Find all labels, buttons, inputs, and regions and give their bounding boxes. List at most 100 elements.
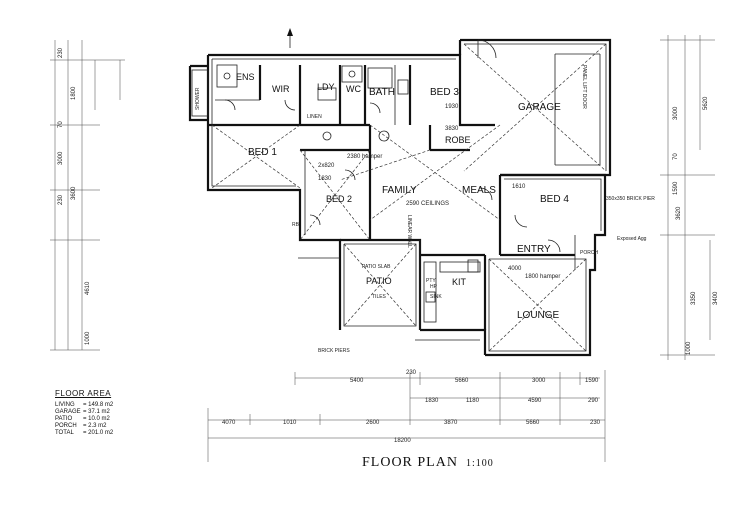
dim-r-1: 3000 [673, 106, 679, 120]
right-dimensions [660, 35, 715, 360]
dim-b3-0: 4070 [222, 420, 236, 426]
ceiling-hip-lines [211, 43, 607, 352]
floor-area-label: TOTAL [55, 430, 74, 436]
dim-r-6: 3620 [676, 206, 682, 220]
room-label-family: FAMILY [382, 185, 417, 196]
floor-area-label: LIVING [55, 402, 75, 408]
room-labels: ENS WIR LDY WC BATH BED 3 GARAGE BED 1 R… [236, 72, 598, 321]
dim-l-4: 3600 [71, 186, 77, 200]
floor-area-heading: FLOOR AREA [55, 389, 112, 398]
note-hamper-hall: 2380 hamper [347, 154, 382, 160]
interior-lines [211, 43, 607, 352]
floor-area-value: = 201.0 m2 [83, 430, 114, 436]
dim-b3-1: 1010 [283, 420, 297, 426]
room-label-entry: ENTRY [517, 244, 551, 255]
room-label-lounge: LOUNGE [517, 310, 560, 321]
floor-area-row: PORCH = 2.3 m2 [55, 423, 145, 430]
dim-r-0: 5620 [703, 96, 709, 110]
dim-b1-2: 5660 [455, 378, 469, 384]
dim-overall: 18200 [394, 438, 411, 444]
exterior-walls [188, 38, 612, 357]
dim-r-3: 1590 [673, 181, 679, 195]
floor-area-value: = 10.0 m2 [83, 416, 110, 422]
floor-area-value: = 2.3 m2 [83, 423, 107, 429]
note-hamper-lounge: 1800 hamper [525, 274, 560, 280]
drawing-title: FLOOR PLAN 1:100 [362, 455, 494, 471]
floor-area-label: PORCH [55, 423, 77, 429]
note-brick-pier: 350x350 BRICK PIER [606, 196, 655, 202]
note-shower: SHOWER [195, 87, 201, 110]
dim-r-7: 1000 [686, 341, 692, 355]
note-garage-door: PANEL LIFT DOOR [581, 65, 587, 109]
dim-l-1: 1800 [71, 86, 77, 100]
note-brick-piers: BRICK PIERS [318, 348, 350, 354]
dim-b2-3: 290 [588, 398, 599, 404]
floor-area-row: TOTAL = 201.0 m2 [55, 430, 145, 437]
note-patio-slab: PATIO SLAB [362, 264, 391, 270]
room-label-bed4: BED 4 [540, 194, 569, 205]
bottom-dimensions [207, 370, 606, 462]
note-lining-wall: LINEAR WALL [406, 215, 412, 248]
note-tiles: TILES [372, 294, 387, 300]
dim-b3-2: 2600 [366, 420, 380, 426]
room-label-bed1: BED 1 [248, 147, 277, 158]
dim-int-1: 1830 [318, 176, 332, 182]
room-label-bed3: BED 3 [430, 87, 459, 98]
dim-b2-1: 1180 [466, 398, 480, 404]
room-label-wc: WC [346, 84, 361, 94]
room-label-patio: PATIO [366, 276, 392, 286]
orientation-marks [287, 28, 293, 48]
dimension-labels: 5400 230 5660 3000 1590 1830 1180 4590 2… [58, 47, 719, 444]
floor-area-label: GARAGE [55, 409, 81, 415]
floor-area-row: PATIO = 10.0 m2 [55, 416, 145, 423]
dim-l-5: 230 [58, 194, 64, 205]
note-ceiling: 2590 CEILINGS [406, 201, 449, 207]
room-label-ens: ENS [236, 72, 255, 82]
dim-b1-3: 3000 [532, 378, 546, 384]
room-label-pty: PTY [426, 278, 436, 284]
dim-int-5: 4000 [508, 266, 522, 272]
left-dimensions [50, 40, 125, 351]
room-label-bed2: BED 2 [326, 194, 352, 204]
dim-int-2: 1930 [445, 104, 459, 110]
kitchen-fixtures [423, 259, 481, 323]
dim-r-2: 70 [673, 153, 679, 160]
dim-b3-5: 230 [590, 420, 601, 426]
room-label-kit: KIT [452, 277, 467, 287]
room-label-garage: GARAGE [518, 102, 561, 113]
floor-area-label: PATIO [55, 416, 73, 422]
floor-area-value: = 37.1 m2 [83, 409, 110, 415]
dim-b1-4: 1590 [585, 378, 599, 384]
room-label-bath: BATH [369, 87, 395, 98]
dim-l-0: 230 [58, 47, 64, 58]
floor-area-row: GARAGE = 37.1 m2 [55, 409, 145, 416]
room-label-porch: PORCH [580, 250, 598, 256]
dim-l-7: 1000 [85, 331, 91, 345]
dim-l-2: 70 [58, 121, 64, 128]
dim-int-4: 1610 [512, 184, 526, 190]
drawing-title-text: FLOOR PLAN [362, 455, 458, 470]
note-sink: SINK [430, 294, 442, 300]
dim-b1-1: 230 [406, 370, 417, 376]
room-label-wir: WIR [272, 84, 290, 94]
dim-l-6: 4610 [85, 281, 91, 295]
floor-area-row: LIVING = 149.8 m2 [55, 402, 145, 409]
dim-r-5: 3400 [713, 291, 719, 305]
floor-area-value: = 149.8 m2 [83, 402, 114, 408]
note-exposed-agg: Exposed Agg [617, 236, 647, 242]
dim-b2-2: 4590 [528, 398, 542, 404]
bathroom-fixtures [191, 64, 409, 142]
drawing-scale: 1:100 [465, 458, 494, 469]
dim-int-0: 2x820 [318, 163, 335, 169]
annotations: 2590 CEILINGS 2380 hamper 1800 hamper LI… [195, 65, 655, 354]
dim-int-3: 3830 [445, 126, 459, 132]
room-label-robe: ROBE [445, 135, 471, 145]
room-label-ldy: LDY [317, 82, 335, 92]
dim-b1-0: 5400 [350, 378, 364, 384]
note-rb: RB [292, 222, 300, 228]
note-hp: HP [430, 284, 438, 290]
door-swings [224, 39, 561, 253]
dim-r-4: 3350 [691, 291, 697, 305]
dim-b2-0: 1830 [425, 398, 439, 404]
